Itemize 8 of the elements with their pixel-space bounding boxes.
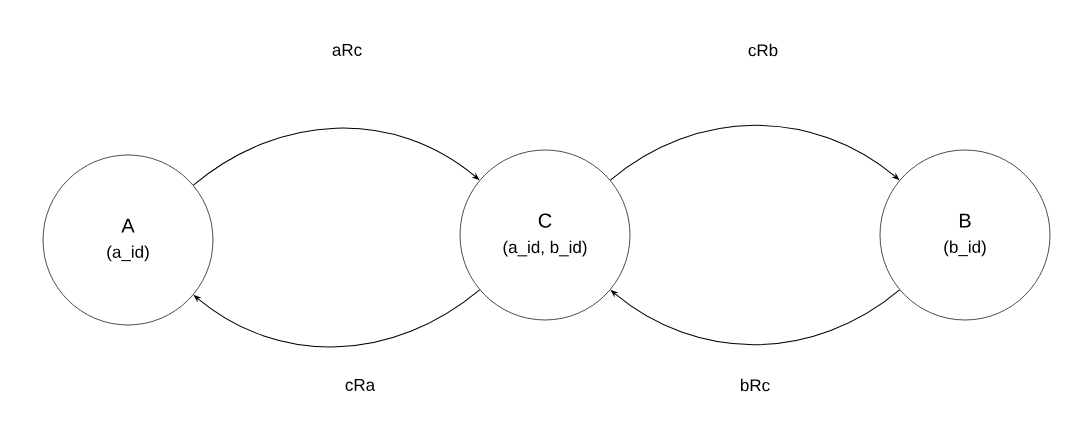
edge-label: cRa bbox=[345, 379, 376, 391]
arrow bbox=[609, 124, 900, 181]
arrow bbox=[610, 289, 901, 346]
edge-label: cRb bbox=[748, 43, 778, 57]
arrow bbox=[192, 127, 480, 186]
arrow bbox=[193, 289, 481, 348]
edge-label: aRc bbox=[332, 44, 362, 56]
edge-label: bRc bbox=[741, 378, 770, 392]
